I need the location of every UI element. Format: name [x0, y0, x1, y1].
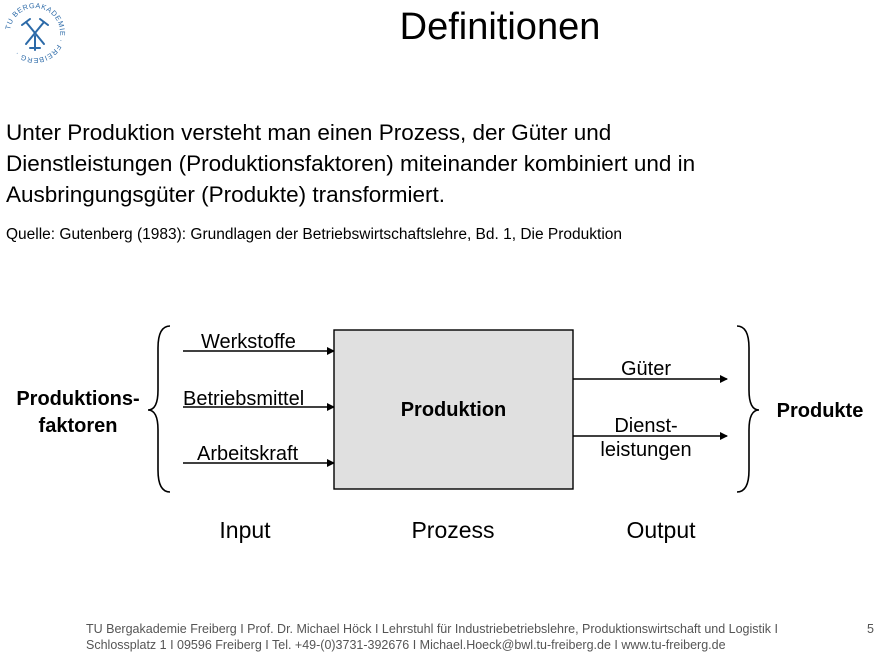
production-factors-line1: Produktions- — [16, 388, 140, 410]
output-label-dienstleistungen: Dienst- leistungen — [583, 414, 709, 462]
output-label-dienstleistungen-line2: leistungen — [600, 439, 692, 461]
production-diagram: Produktions- faktoren Werkstoffe Betrieb… — [0, 318, 878, 558]
stage-output: Output — [626, 517, 696, 543]
process-box — [333, 329, 574, 490]
production-factors-label: Produktions- faktoren — [4, 386, 152, 440]
slide-title: Definitionen — [399, 6, 601, 48]
right-curly-brace — [736, 325, 760, 493]
footer-line1: TU Bergakademie Freiberg I Prof. Dr. Mic… — [86, 622, 778, 636]
hammer-pick-icon — [21, 18, 49, 51]
process-label: Produktion — [400, 399, 507, 421]
output-label-gueter: Güter — [620, 358, 672, 380]
footer: TU Bergakademie Freiberg I Prof. Dr. Mic… — [86, 621, 778, 653]
input-label-arbeitskraft: Arbeitskraft — [197, 443, 299, 465]
input-label-werkstoffe: Werkstoffe — [201, 331, 296, 353]
output-label-dienstleistungen-line1: Dienst- — [614, 415, 678, 437]
diagram-graphics — [147, 325, 760, 493]
source-citation: Quelle: Gutenberg (1983): Grundlagen der… — [6, 226, 623, 243]
stage-process: Prozess — [411, 517, 495, 543]
production-factors-line2: faktoren — [38, 415, 118, 437]
footer-line2: Schlossplatz 1 I 09596 Freiberg I Tel. +… — [86, 638, 726, 652]
university-logo: TU BERGAKADEMIE · FREIBERG · — [2, 0, 68, 66]
stage-input: Input — [219, 517, 271, 543]
definition-text: Unter Produktion versteht man einen Proz… — [6, 120, 696, 207]
page-number: 5 — [867, 622, 874, 636]
input-label-betriebsmittel: Betriebsmittel — [183, 388, 305, 410]
products-label: Produkte — [776, 400, 864, 422]
left-curly-brace — [147, 325, 171, 493]
tu-freiberg-seal: TU BERGAKADEMIE · FREIBERG · — [3, 1, 66, 65]
